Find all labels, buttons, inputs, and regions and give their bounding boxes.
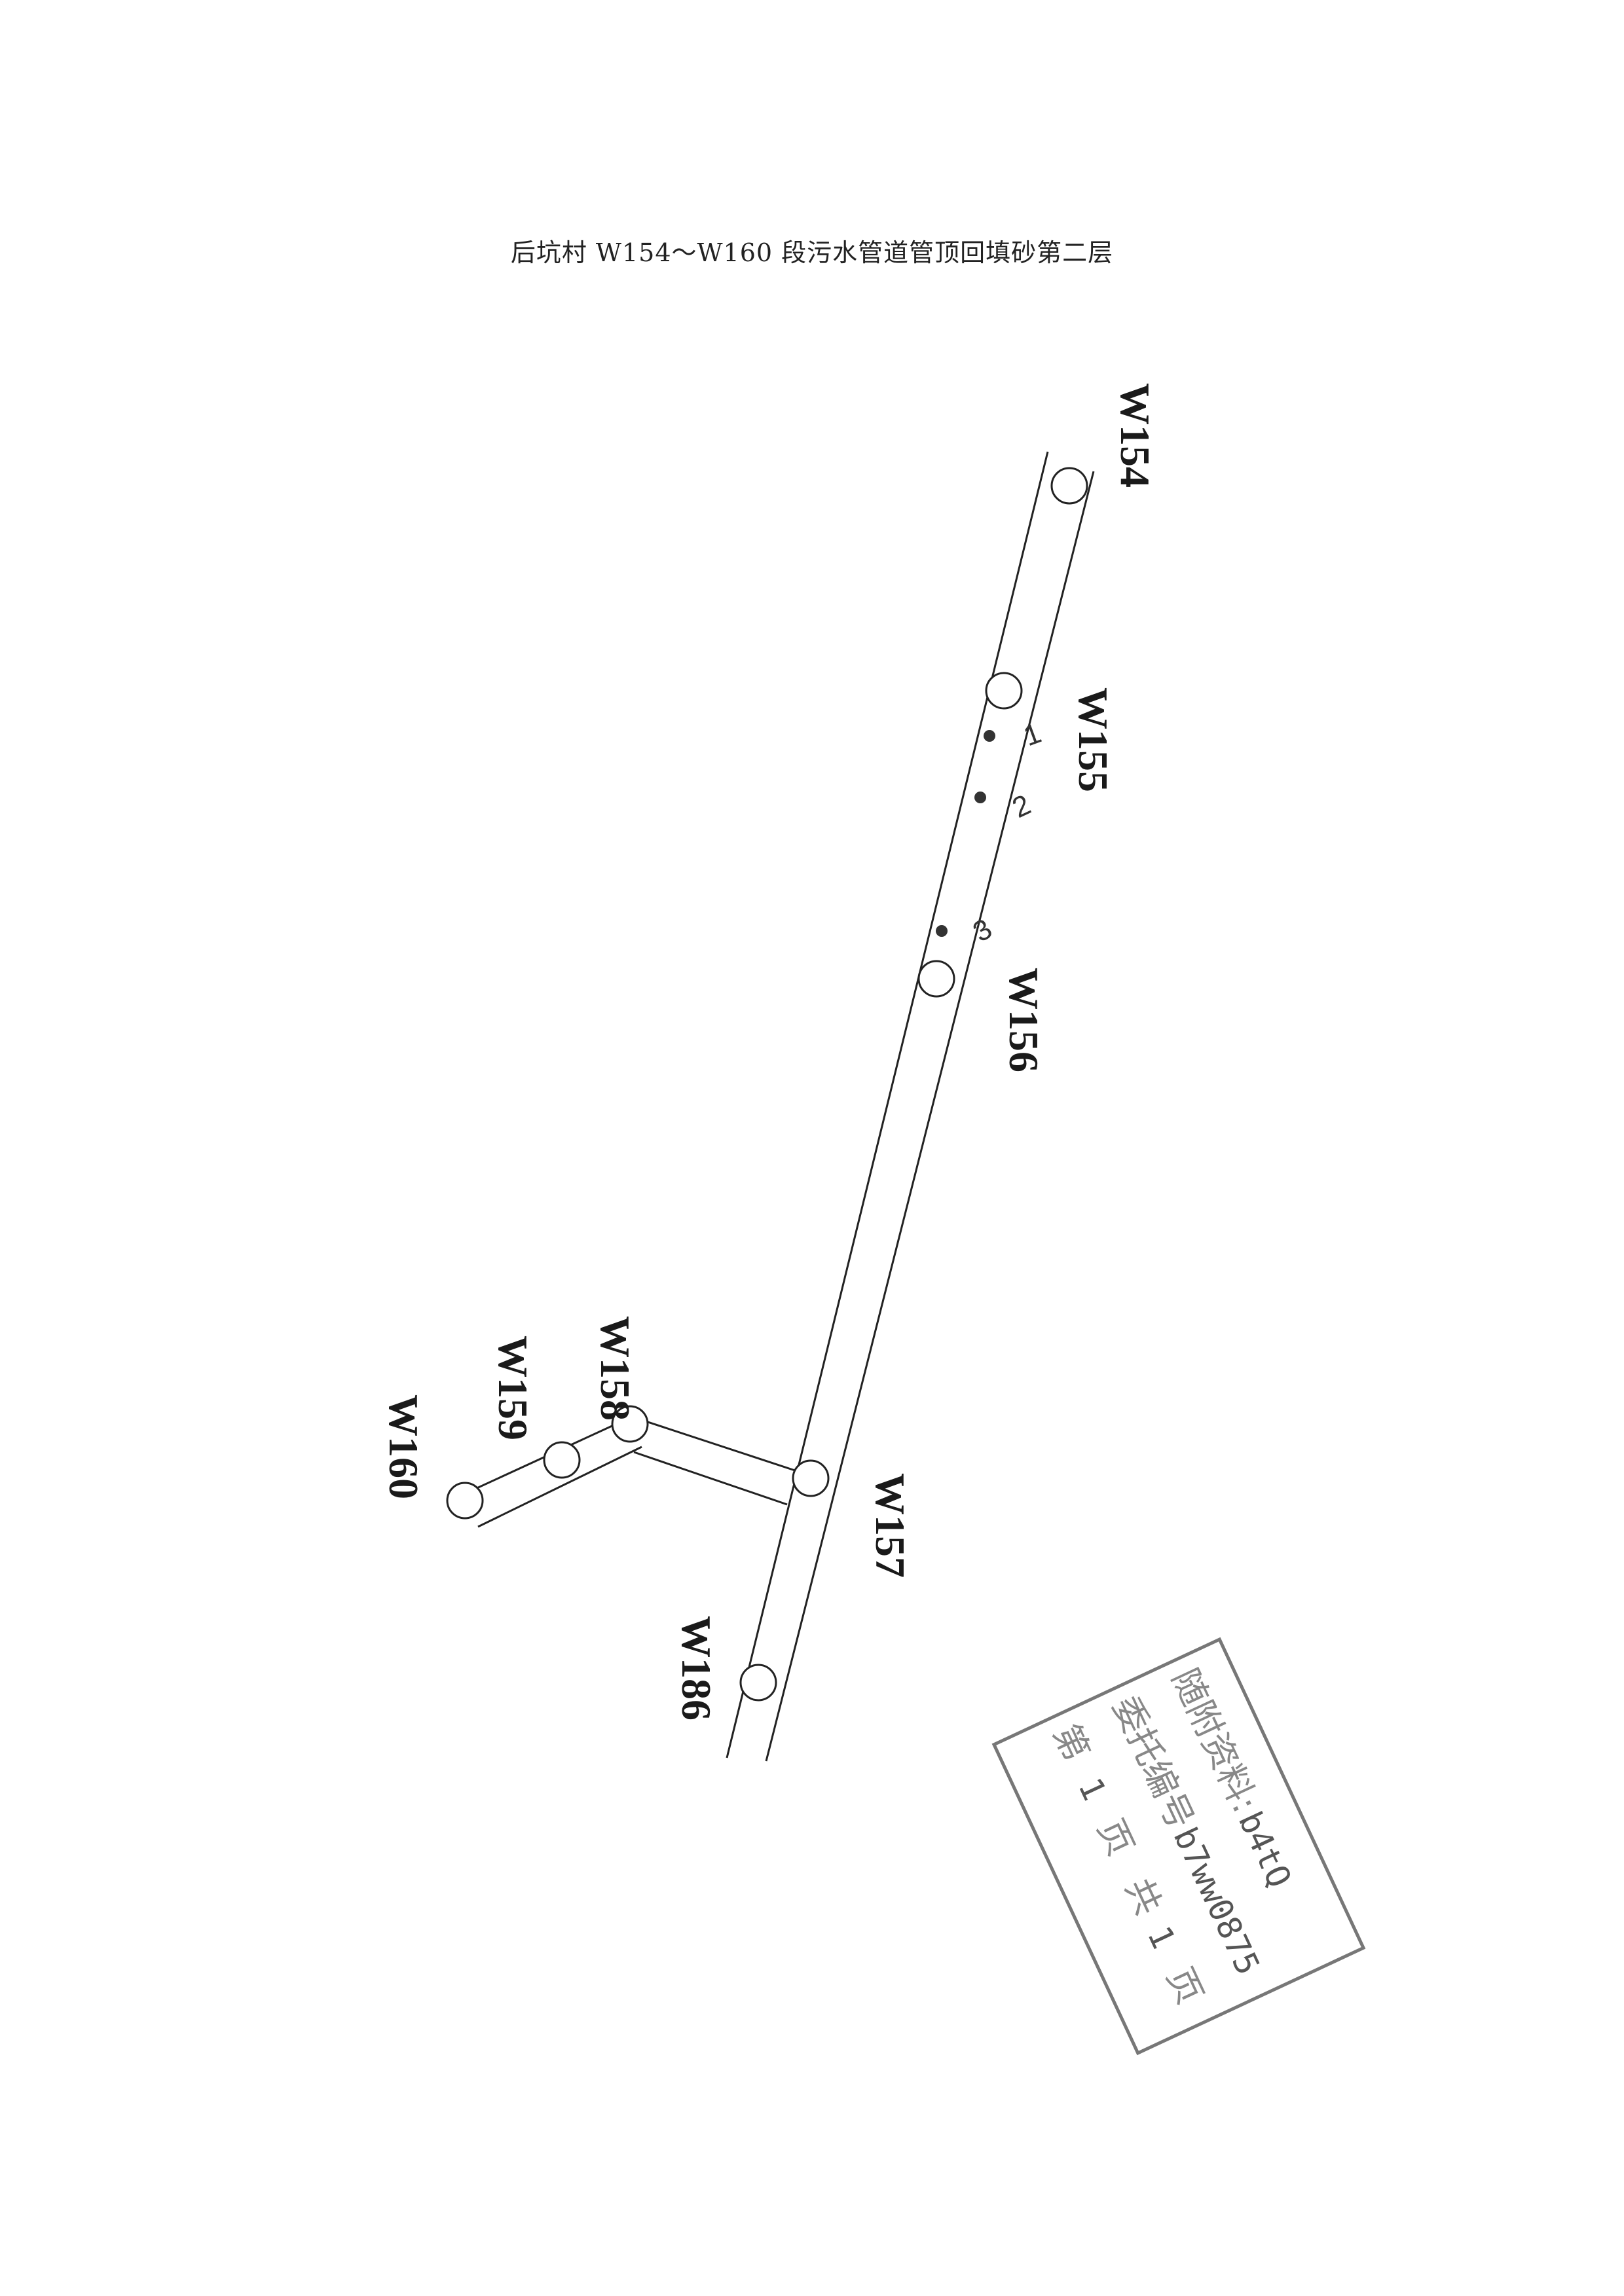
manhole-w156-label: W156 xyxy=(1001,968,1047,1072)
stamp-border xyxy=(991,1637,1366,2056)
test-point-1-dot xyxy=(984,730,995,742)
main-pipe-right-edge xyxy=(765,471,1095,1762)
manhole-w155-circle xyxy=(985,672,1023,710)
manhole-w186-circle xyxy=(739,1664,777,1702)
main-pipe xyxy=(726,451,1095,1762)
test-point-3-label: 3 xyxy=(968,913,998,949)
manhole-w154-circle xyxy=(1050,467,1088,505)
manhole-w160-label: W160 xyxy=(380,1394,427,1499)
manhole-w159-circle xyxy=(543,1441,581,1479)
attachment-stamp: 随附资料: b4tQ 委托编号 b7ww0875 第 1 页 共 1 页 xyxy=(991,1637,1366,2056)
test-point-3-dot xyxy=(936,925,948,937)
manhole-w157-label: W157 xyxy=(867,1473,913,1578)
manhole-w154-label: W154 xyxy=(1112,383,1158,488)
manhole-w158-circle xyxy=(611,1405,649,1443)
manhole-w155-label: W155 xyxy=(1070,687,1116,792)
manhole-w157-circle xyxy=(792,1459,830,1497)
manhole-w159-label: W159 xyxy=(490,1336,536,1440)
drawing-title: 后坑村 W154～W160 段污水管道管顶回填砂第二层 xyxy=(510,238,1114,267)
branch-pipe-w158-w160 xyxy=(458,1419,642,1528)
manhole-w158-label: W158 xyxy=(592,1316,638,1421)
main-pipe-left-edge xyxy=(726,451,1049,1758)
branch-pipe-w157-w158 xyxy=(633,1416,800,1506)
test-point-2-label: 2 xyxy=(1008,788,1036,824)
test-point-2-dot xyxy=(974,792,986,803)
manhole-w156-circle xyxy=(917,960,955,998)
manhole-w160-circle xyxy=(446,1482,484,1520)
manhole-w186-label: W186 xyxy=(673,1616,720,1721)
